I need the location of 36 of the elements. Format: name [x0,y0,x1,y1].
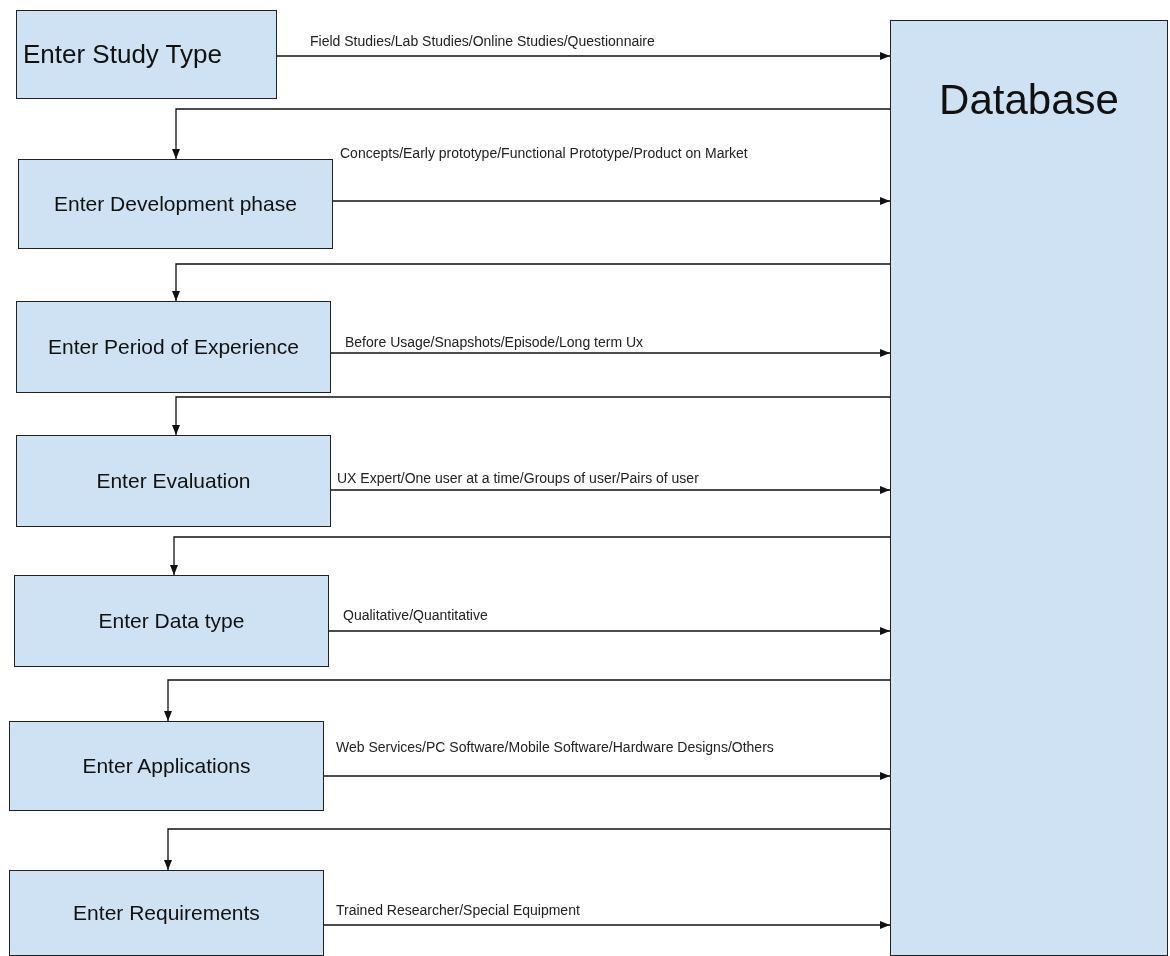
database-box [890,20,1168,956]
box-label: Database [939,76,1119,124]
arrow [323,771,891,781]
arrow [323,920,891,930]
process-box [14,575,329,667]
box-label: Enter Applications [82,754,251,778]
process-box [16,435,331,527]
arrow [163,679,891,722]
edge-label: Field Studies/Lab Studies/Online Studies/Questionnaire [310,33,655,50]
edge-label: Web Services/PC Software/Mobile Software/Hardware Designs/Others [336,739,774,756]
arrow [330,348,891,358]
arrow [169,536,891,576]
arrow [171,108,891,160]
edge-label: Concepts/Early prototype/Functional Prototype/Product on Market [340,145,748,162]
process-box [16,301,331,393]
box-label: Enter Requirements [73,901,260,925]
box-label: Enter Period of Experience [48,335,299,359]
box-label: Enter Data type [98,609,245,633]
edge-label: UX Expert/One user at a time/Groups of user/Pairs of user [337,470,699,487]
box-label: Enter Development phase [54,192,297,216]
process-box [9,721,324,811]
edge-label: Qualitative/Quantitative [343,607,488,624]
arrow [332,196,891,206]
process-box [18,159,333,249]
arrow [171,263,891,302]
edge-label: Trained Researcher/Special Equipment [336,902,580,919]
process-box [9,870,324,956]
box-label: Enter Evaluation [96,469,251,493]
arrow [171,396,891,436]
process-box [16,10,277,99]
arrow [330,485,891,495]
edge-label: Before Usage/Snapshots/Episode/Long term Ux [345,334,644,351]
box-label: Enter Study Type [23,39,222,70]
arrow [163,828,891,871]
arrow [276,51,891,61]
arrow [328,626,891,636]
